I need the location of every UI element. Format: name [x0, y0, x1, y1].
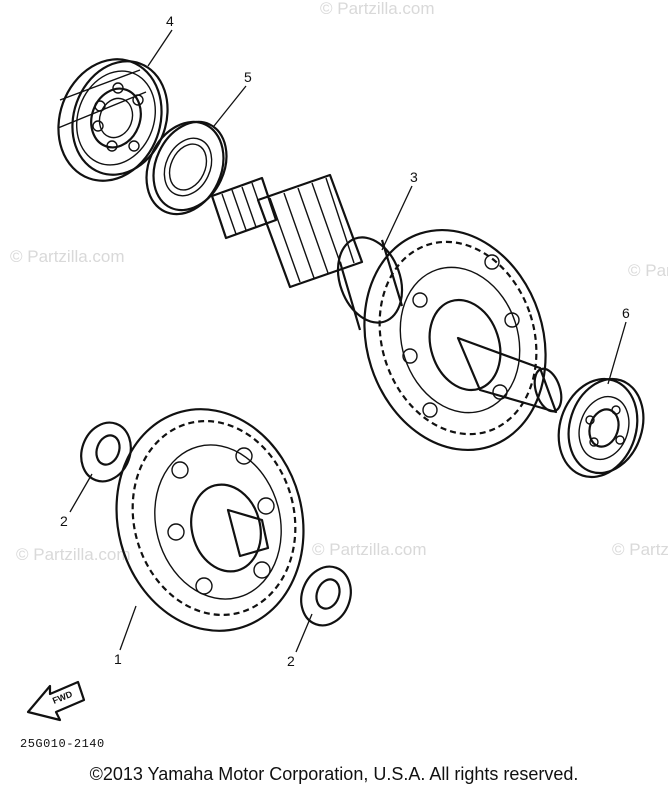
- watermark-right-top: © Partzilla.com: [628, 261, 668, 280]
- watermark-left: © Partzilla.com: [10, 247, 125, 266]
- watermarks: © Partzilla.com © Partzilla.com © Partzi…: [10, 0, 668, 564]
- callout-3: 3: [410, 169, 418, 185]
- oil-seal-5: [145, 120, 228, 216]
- shaft-gear-3: [210, 173, 563, 452]
- washer-2-upper: [80, 421, 132, 483]
- bearing-6: [557, 377, 645, 479]
- callout-4: 4: [166, 13, 174, 29]
- callout-6: 6: [622, 305, 630, 321]
- watermark-mid: © Partzilla.com: [312, 540, 427, 559]
- watermark-right: © Partzilla.com: [612, 540, 668, 559]
- callouts: 4 5 3 6 2 2 1: [60, 13, 630, 669]
- callout-1: 1: [114, 651, 122, 667]
- watermark-top-right: © Partzilla.com: [320, 0, 435, 18]
- callout-2-upper: 2: [60, 513, 68, 529]
- leader-lines: [69, 29, 627, 653]
- copyright-notice: ©2013 Yamaha Motor Corporation, U.S.A. A…: [89, 764, 579, 784]
- callout-5: 5: [244, 69, 252, 85]
- forward-direction-arrow: FWD: [26, 680, 86, 722]
- washer-2-lower: [300, 565, 352, 627]
- watermark-mid-left: © Partzilla.com: [16, 545, 131, 564]
- bearing-4: [57, 58, 169, 182]
- drawing-code: 25G010-2140: [20, 737, 105, 751]
- callout-2-lower: 2: [287, 653, 295, 669]
- gear-1: [115, 408, 305, 632]
